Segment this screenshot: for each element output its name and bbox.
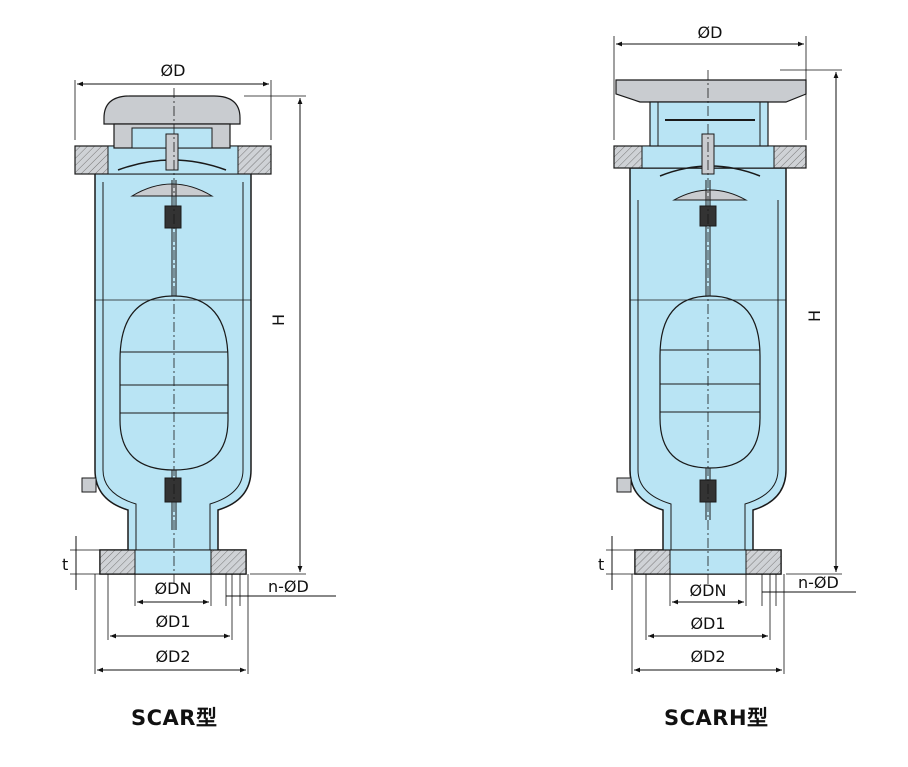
scar-height-label: H [269, 314, 288, 326]
scar-valve-drawing [74, 88, 272, 585]
scar-cap [103, 95, 241, 125]
scar-thickness-label: t [62, 555, 68, 574]
scarh-flange-diameter-label: ØD2 [690, 647, 725, 666]
scarh-bolt-holes-label: n-ØD [798, 573, 839, 592]
scar-bore-label: ØDN [155, 579, 192, 598]
scarh-bore-label: ØDN [690, 581, 727, 600]
scar-bolt-circle-label: ØD1 [155, 612, 190, 631]
scarh-height-label: H [805, 310, 824, 322]
scar-flange-diameter-label: ØD2 [155, 647, 190, 666]
scarh-valve-drawing [613, 70, 807, 585]
scarh-hood [615, 79, 807, 103]
scar-dimensions: ØD H t ØDN ØD1 ØD2 n-ØD [62, 61, 336, 674]
scarh-bolt-circle-label: ØD1 [690, 614, 725, 633]
scar-top-diameter-label: ØD [161, 61, 186, 80]
scarh-top-diameter-label: ØD [698, 23, 723, 42]
scarh-thickness-label: t [598, 555, 604, 574]
scar-caption: SCAR型 [131, 706, 218, 730]
scar-bolt-holes-label: n-ØD [268, 577, 309, 596]
scarh-float [659, 295, 761, 469]
scarh-caption: SCARH型 [664, 706, 769, 730]
scarh-dimensions: ØD H t ØDN ØD1 ØD2 n-ØD [598, 23, 856, 674]
